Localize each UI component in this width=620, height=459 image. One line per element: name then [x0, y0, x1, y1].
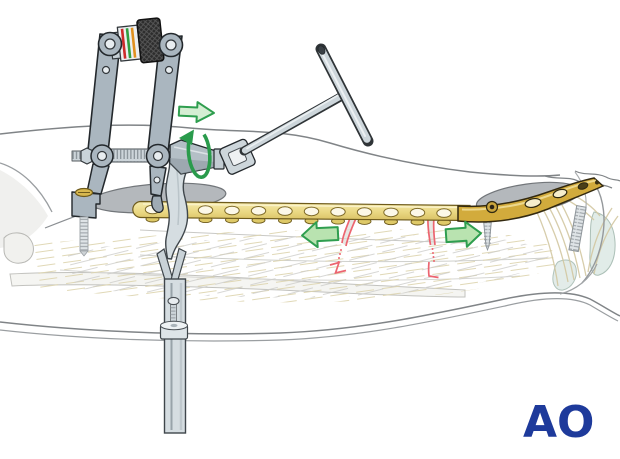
t-handle-shaft	[241, 91, 347, 154]
leg-upper-contour	[0, 124, 561, 177]
fracture-lines-distal	[427, 217, 439, 279]
plate-holes	[144, 204, 452, 218]
left-arm-hole	[101, 65, 111, 75]
t-handle-crossbar-highlight	[321, 52, 366, 137]
ao-logo: AO	[523, 397, 594, 448]
crossbar-end-cap	[317, 45, 326, 55]
distal-hole-2	[552, 188, 568, 199]
leg-lower-contour-2	[0, 298, 619, 342]
bone-plate	[132, 177, 605, 226]
coupling	[169, 138, 256, 175]
proximal-bone-knob	[3, 232, 34, 264]
distal-hole-3	[577, 182, 589, 190]
stripe-red	[120, 28, 127, 59]
direction-arrows	[177, 101, 482, 249]
stripe-green	[125, 28, 132, 59]
plate-distal-end	[457, 177, 605, 223]
ankle-anatomy	[535, 171, 619, 295]
plate-holder	[156, 155, 189, 434]
stripe-orange	[130, 27, 137, 58]
right-arm-hole	[164, 65, 174, 75]
plate-top-highlight	[142, 203, 469, 209]
distal-hole-1	[524, 197, 542, 209]
fracture-dots-mid	[337, 249, 342, 263]
t-handle-shaft-highlight	[246, 92, 342, 150]
fracture-dots-distal	[431, 248, 435, 262]
proximal-edge-line	[0, 162, 53, 213]
cartilage-patch-2	[552, 259, 577, 291]
plate-hook	[151, 195, 164, 214]
fixation-foot	[71, 187, 101, 257]
compress-left-arrow-icon	[301, 221, 340, 249]
articulated-tension-device	[71, 17, 184, 257]
proximal-shading	[0, 170, 48, 248]
rotation-arrow-icon	[179, 129, 212, 179]
t-handle	[239, 43, 374, 156]
proximal-tibia	[0, 170, 48, 264]
kirschner-wire-distal	[568, 205, 587, 253]
distal-round-hole	[489, 204, 495, 210]
ankle-upper-wavy-line-2	[574, 170, 620, 182]
distal-tip-hole	[595, 180, 599, 185]
right-arm-small-hole	[153, 176, 161, 184]
threaded-spindle	[71, 147, 149, 165]
compress-right-arrow-icon	[444, 220, 482, 248]
leg-outline	[0, 124, 620, 342]
coupling-cone-highlight	[173, 146, 213, 156]
muscle-hatching	[32, 229, 560, 303]
fracture-strokes-mid	[329, 217, 357, 275]
fracture-lines-mid	[329, 217, 357, 275]
thumb-nut	[159, 320, 189, 340]
push-right-arrow-icon	[177, 101, 215, 124]
leg-lower-contour	[0, 292, 620, 335]
